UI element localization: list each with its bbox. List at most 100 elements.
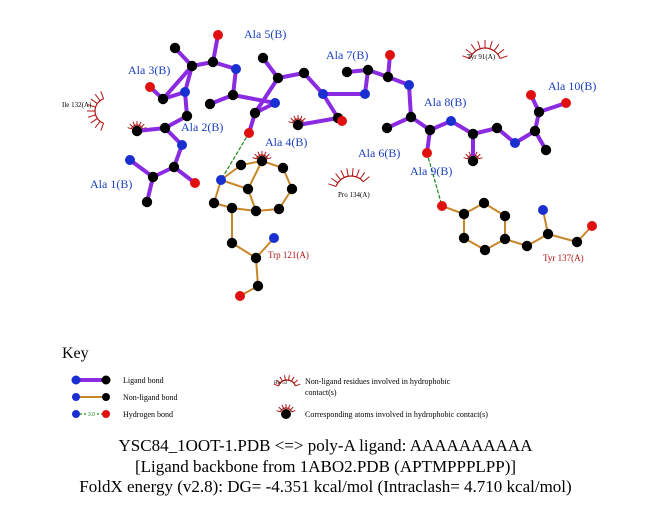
legend: Key Ligand bond Non-ligand bond 3.0 Hydr… [62, 345, 488, 419]
carbon-atom [250, 205, 262, 217]
nitrogen-atom [318, 89, 328, 99]
oxygen-atom [190, 178, 200, 188]
carbon-atom [542, 228, 554, 240]
legend-corresponding-atoms: Corresponding atoms involved in hydropho… [305, 410, 488, 419]
ligand-label-ala6: Ala 6(B) [358, 146, 400, 160]
carbon-atom [235, 159, 247, 171]
legend-hbond-distance: 3.0 [88, 412, 95, 418]
legend-arc-shape [273, 375, 301, 387]
carbon-atom [533, 106, 545, 118]
carbon-atom [252, 280, 264, 292]
oxygen-atom [422, 148, 432, 158]
carbon-atom [226, 202, 238, 214]
legend-title: Key [62, 345, 89, 362]
carbon-atom [226, 237, 238, 249]
carbon-atom [499, 233, 511, 245]
non-ligand-bond [247, 160, 263, 190]
nitrogen-atom [125, 155, 135, 165]
caption-line-3: FoldX energy (v2.8): DG= -4.351 kcal/mol… [79, 477, 572, 496]
carbon-atom [207, 56, 219, 68]
ligand-label-ala1: Ala 1(B) [90, 177, 132, 191]
carbon-atom [521, 240, 533, 252]
hydrogen-bond [426, 152, 443, 207]
ligand-label-ala4: Ala 4(B) [265, 135, 307, 149]
hydrophobic-arc-ile132 [87, 91, 105, 131]
carbon-atom [298, 67, 310, 79]
carbon-atom [382, 71, 394, 83]
ligand-bond [161, 64, 194, 101]
nitrogen-atom [360, 89, 370, 99]
carbon-atom [479, 244, 491, 256]
carbon-atom [458, 232, 470, 244]
ligand-label-ala9: Ala 9(B) [410, 164, 452, 178]
hydrophobic-label-pro134: Pro 134(A) [338, 191, 370, 199]
legend-hydrophobic-desc-2: contact(s) [305, 388, 337, 397]
carbon-atom [204, 98, 216, 110]
hydrophobic-arc-tyr91 [462, 40, 508, 59]
legend-hydrogen-bond-sample: 3.0 [72, 410, 110, 418]
oxygen-atom [561, 98, 571, 108]
legend-hydrophobic-desc-1: Non-ligand residues involved in hydropho… [305, 377, 451, 386]
carbon-atom [249, 107, 261, 119]
labels: Ala 1(B) Ala 2(B) Ala 3(B) Ala 4(B) Ala … [62, 27, 596, 263]
legend-ligand-bond-sample [71, 375, 111, 385]
oxygen-atom [587, 221, 597, 231]
nitrogen-atom [269, 233, 279, 243]
carbon-atom [147, 171, 159, 183]
carbon-atom [458, 208, 470, 220]
residue-label-trp121: Trp 121(A) [268, 250, 309, 260]
hydrophobic-contacts [87, 40, 508, 187]
carbon-atom [181, 110, 193, 122]
legend-corresponding-atom-icon [276, 404, 296, 419]
carbon-atom [499, 210, 511, 222]
oxygen-atom [145, 82, 155, 92]
carbon-atom [227, 89, 239, 101]
ligand-label-ala8: Ala 8(B) [424, 95, 466, 109]
nitrogen-atom [404, 80, 414, 90]
nitrogen-atom [177, 140, 187, 150]
ligand-label-ala7: Ala 7(B) [326, 48, 368, 62]
carbon-atom [277, 162, 289, 174]
residue-label-tyr137: Tyr 137(A) [543, 253, 584, 263]
legend-hydrogen-bond: Hydrogen bond [123, 410, 173, 419]
hydrophobic-label-tyr91: Tyr 91(A) [467, 53, 496, 61]
carbon-atom [540, 144, 552, 156]
hydrogen-bond [220, 132, 250, 181]
carbon-atom [405, 111, 417, 123]
oxygen-atom [385, 50, 395, 60]
carbon-atom [141, 196, 153, 208]
ligand-bond [253, 76, 280, 115]
legend-hydrophobic-example: His 53 [274, 381, 288, 386]
carbon-atom [467, 128, 479, 140]
nitrogen-atom [538, 205, 548, 215]
ligand-label-ala10: Ala 10(B) [548, 79, 596, 93]
nitrogen-atom [180, 87, 190, 97]
carbon-atom [168, 161, 180, 173]
hydrophobic-atom-contact [252, 151, 272, 160]
ligand-bond [231, 93, 277, 105]
carbon-atom [491, 122, 503, 134]
carbon-atom [424, 124, 436, 136]
ligand-bond [407, 83, 413, 119]
carbon-atom [157, 93, 169, 105]
hydrophobic-arc-pro134 [328, 168, 370, 187]
bonds [128, 33, 593, 297]
nitrogen-atom [231, 64, 241, 74]
atoms [125, 30, 597, 301]
carbon-atom [529, 125, 541, 137]
carbon-atom [292, 119, 304, 131]
carbon-atom [186, 60, 198, 72]
legend-ligand-bond: Ligand bond [123, 376, 164, 385]
ligand-label-ala3: Ala 3(B) [128, 63, 170, 77]
carbon-atom [362, 64, 374, 76]
nitrogen-atom [270, 98, 280, 108]
ligand-bond [296, 116, 340, 127]
oxygen-atom [437, 201, 447, 211]
legend-non-ligand-bond: Non-ligand bond [123, 393, 177, 402]
carbon-atom [478, 197, 490, 209]
oxygen-atom [244, 128, 254, 138]
carbon-atom [273, 203, 285, 215]
carbon-atom [250, 252, 262, 264]
ligand-label-ala5: Ala 5(B) [244, 27, 286, 41]
